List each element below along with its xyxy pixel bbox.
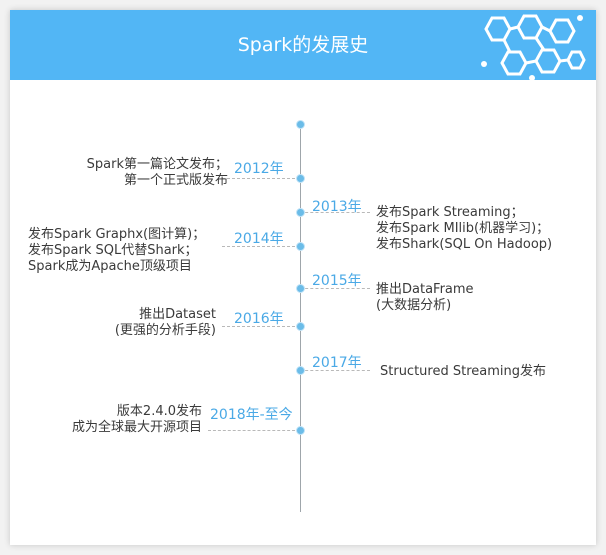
event-description-2015: 推出DataFrame (大数据分析) [376, 282, 474, 314]
node-2016 [296, 322, 305, 331]
event-description-2017: Structured Streaming发布 [380, 364, 546, 380]
year-label-2012: 2012年 [234, 161, 284, 177]
event-line: Spark第一篇论文发布； [86, 157, 228, 172]
year-label-2018: 2018年-至今 [210, 407, 293, 423]
year-label-2015: 2015年 [312, 273, 362, 289]
connector-2014 [222, 246, 300, 247]
connector-2015 [300, 288, 370, 289]
connector-2016 [222, 326, 300, 327]
timeline-card: Spark的发展史 [10, 10, 596, 545]
node-2015 [296, 284, 305, 293]
timeline-axis [300, 122, 301, 512]
connector-2017 [300, 370, 370, 371]
event-line: (更强的分析手段) [114, 323, 216, 338]
event-line: 成为全球最大开源项目 [71, 420, 202, 435]
event-line: 发布Spark Graphx(图计算)； [28, 227, 206, 242]
node-2013 [296, 208, 305, 217]
node-2017 [296, 366, 305, 375]
page-title: Spark的发展史 [237, 34, 369, 56]
event-line: 发布Spark MIlib(机器学习)； [376, 221, 550, 236]
event-description-2014: 发布Spark Graphx(图计算)； 发布Spark SQL代替Shark；… [28, 227, 205, 275]
connector-2012 [222, 178, 300, 179]
event-line: 第一个正式版发布 [123, 173, 228, 188]
connector-2013 [300, 212, 370, 213]
event-description-2016: 推出Dataset (更强的分析手段) [115, 307, 216, 339]
header-bar: Spark的发展史 [10, 10, 596, 81]
event-line: 推出DataFrame [376, 282, 474, 297]
year-label-2017: 2017年 [312, 355, 362, 371]
event-line: 推出Dataset [139, 307, 216, 322]
year-label-2016: 2016年 [234, 311, 284, 327]
event-description-2018: 版本2.4.0发布 成为全球最大开源项目 [72, 404, 202, 436]
event-line: 版本2.4.0发布 [116, 404, 202, 419]
event-line: Spark成为Apache顶级项目 [28, 259, 192, 274]
connector-2018 [208, 430, 300, 431]
timeline-start-node [296, 120, 305, 129]
node-2018 [296, 426, 305, 435]
year-label-2013: 2013年 [312, 199, 362, 215]
year-label-2014: 2014年 [234, 231, 284, 247]
event-line: 发布Spark Streaming； [376, 205, 524, 220]
event-description-2012: Spark第一篇论文发布； 第一个正式版发布 [87, 157, 228, 189]
event-line: Structured Streaming发布 [380, 364, 546, 379]
hexagon-network-icon [481, 14, 586, 81]
event-line: 发布Spark SQL代替Shark； [28, 243, 198, 258]
event-line: 发布Shark(SQL On Hadoop) [376, 237, 553, 252]
event-line: (大数据分析) [376, 298, 452, 313]
node-2012 [296, 174, 305, 183]
event-description-2013: 发布Spark Streaming； 发布Spark MIlib(机器学习)； … [376, 205, 552, 253]
node-2014 [296, 242, 305, 251]
